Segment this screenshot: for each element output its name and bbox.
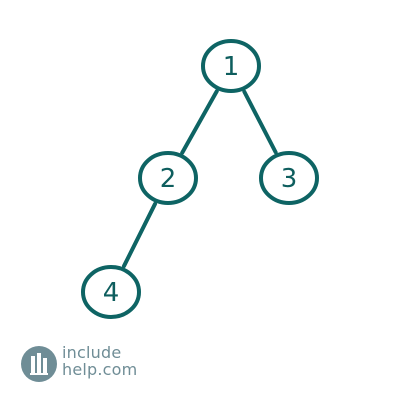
tree-node-label: 4 <box>103 278 120 308</box>
logo-text-line1: include <box>62 343 122 362</box>
tree-edge <box>242 89 278 155</box>
logo-icon <box>21 346 57 382</box>
tree-node-circle <box>201 39 261 93</box>
includehelp-logo: include help.com <box>20 344 150 384</box>
tree-node: 2 <box>138 151 198 205</box>
tree-edge <box>180 89 219 155</box>
tree-edges <box>121 89 278 269</box>
tree-edge <box>121 201 158 269</box>
tree-node-label: 2 <box>160 164 177 194</box>
tree-node: 1 <box>201 39 261 93</box>
tree-node-label: 3 <box>281 164 298 194</box>
logo-wordmark: include help.com <box>62 344 137 378</box>
tree-node: 4 <box>81 265 141 319</box>
tree-node-circle <box>81 265 141 319</box>
tree-node-circle <box>138 151 198 205</box>
tree-node: 3 <box>259 151 319 205</box>
tree-node-circle <box>259 151 319 205</box>
tree-node-label: 1 <box>223 52 240 82</box>
tree-nodes: 1 2 3 4 <box>81 39 319 319</box>
logo-text-line2: help.com <box>62 360 138 379</box>
